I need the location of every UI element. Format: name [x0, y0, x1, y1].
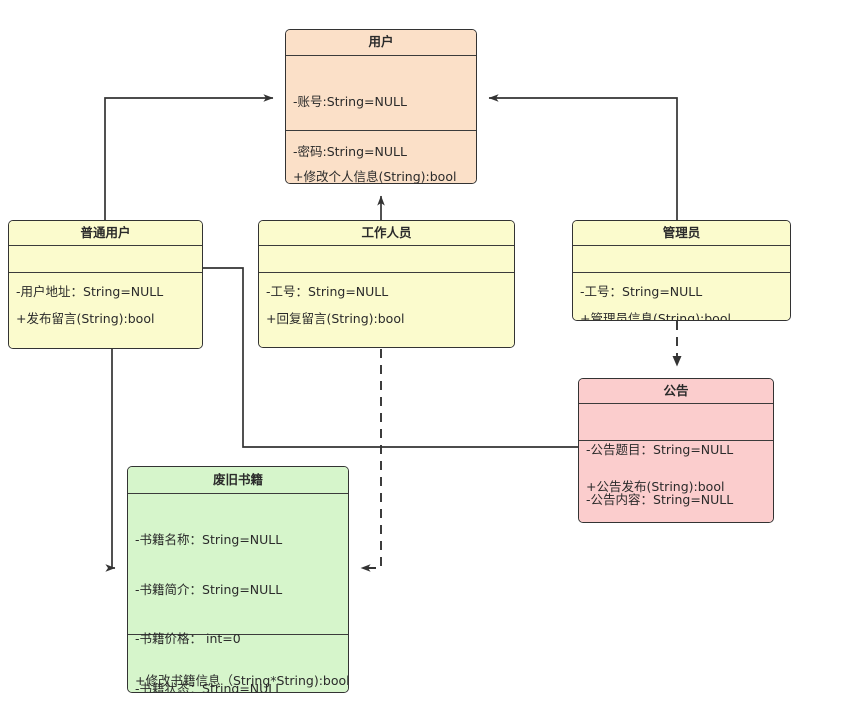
class-title-normal-user: 普通用户 [9, 221, 202, 246]
attribute-row: -用户地址：String=NULL [16, 284, 164, 299]
class-attributes-notice: -公告题目：String=NULL -公告内容：String=NULL [579, 404, 773, 507]
edge-staff-to-book [360, 349, 382, 572]
class-title-staff: 工作人员 [259, 221, 514, 246]
attribute-row: -密码:String=NULL [293, 143, 407, 159]
class-attributes-admin: -工号：String=NULL [573, 246, 790, 299]
operation-row: +回复留言(String):bool [266, 311, 405, 326]
class-attributes-user: -账号:String=NULL -密码:String=NULL -用户类型:St… [286, 56, 476, 159]
operation-row: +修改个人信息(String):bool [293, 169, 457, 184]
class-operations-staff: +回复留言(String):bool +更新书籍信息(String):bool … [259, 273, 514, 347]
attribute-row: -工号：String=NULL [266, 284, 389, 299]
class-operations-user: +修改个人信息(String):bool +修改密码(String):bool [286, 131, 476, 184]
attribute-row: -工号：String=NULL [580, 284, 703, 299]
class-box-normal-user[interactable]: 普通用户 -用户地址：String=NULL +发布留言(String):boo… [8, 220, 203, 349]
class-title-admin: 管理员 [573, 221, 790, 246]
class-attributes-normal-user: -用户地址：String=NULL [9, 246, 202, 299]
class-attributes-book: -书籍名称：String=NULL -书籍简介：String=NULL -书籍价… [128, 494, 348, 692]
class-title-book: 废旧书籍 [128, 467, 348, 494]
class-title-notice: 公告 [579, 379, 773, 404]
operation-row: +管理员信息(String):bool [580, 311, 731, 321]
operation-row: +公告发布(String):bool [586, 479, 725, 494]
attribute-row: -公告内容：String=NULL [586, 491, 734, 507]
class-box-admin[interactable]: 管理员 -工号：String=NULL +管理员信息(String):bool [572, 220, 791, 321]
operation-row: +修改书籍信息（String*String):bool [135, 673, 349, 688]
class-box-book[interactable]: 废旧书籍 -书籍名称：String=NULL -书籍简介：String=NULL… [127, 466, 349, 693]
class-operations-admin: +管理员信息(String):bool [573, 273, 790, 321]
class-operations-normal-user: +发布留言(String):bool +上传书籍(String):bool +书… [9, 273, 202, 348]
edge-normaluser-to-book [105, 349, 116, 572]
attribute-row: -书籍简介：String=NULL [135, 581, 283, 597]
class-box-user[interactable]: 用户 -账号:String=NULL -密码:String=NULL -用户类型… [285, 29, 477, 184]
class-operations-book: +修改书籍信息（String*String):bool + 查看书籍状态（Str… [128, 635, 349, 692]
attribute-row: -书籍状态：String=NULL [135, 680, 283, 693]
class-title-user: 用户 [286, 30, 476, 56]
edge-admin-to-user [488, 94, 678, 220]
class-box-staff[interactable]: 工作人员 -工号：String=NULL +回复留言(String):bool … [258, 220, 515, 348]
attribute-row: -书籍名称：String=NULL [135, 532, 283, 547]
attribute-row: -书籍价格： int=0 [135, 631, 241, 646]
edge-normaluser-to-user [104, 94, 274, 220]
class-box-notice[interactable]: 公告 -公告题目：String=NULL -公告内容：String=NULL +… [578, 378, 774, 523]
class-operations-notice: +公告发布(String):bool +公告修改(String):bool +公… [579, 441, 773, 522]
attribute-row: -账号:String=NULL [293, 94, 407, 109]
class-attributes-staff: -工号：String=NULL [259, 246, 514, 299]
operation-row: +发布留言(String):bool [16, 311, 155, 326]
attribute-row: -公告题目：String=NULL [586, 442, 734, 457]
